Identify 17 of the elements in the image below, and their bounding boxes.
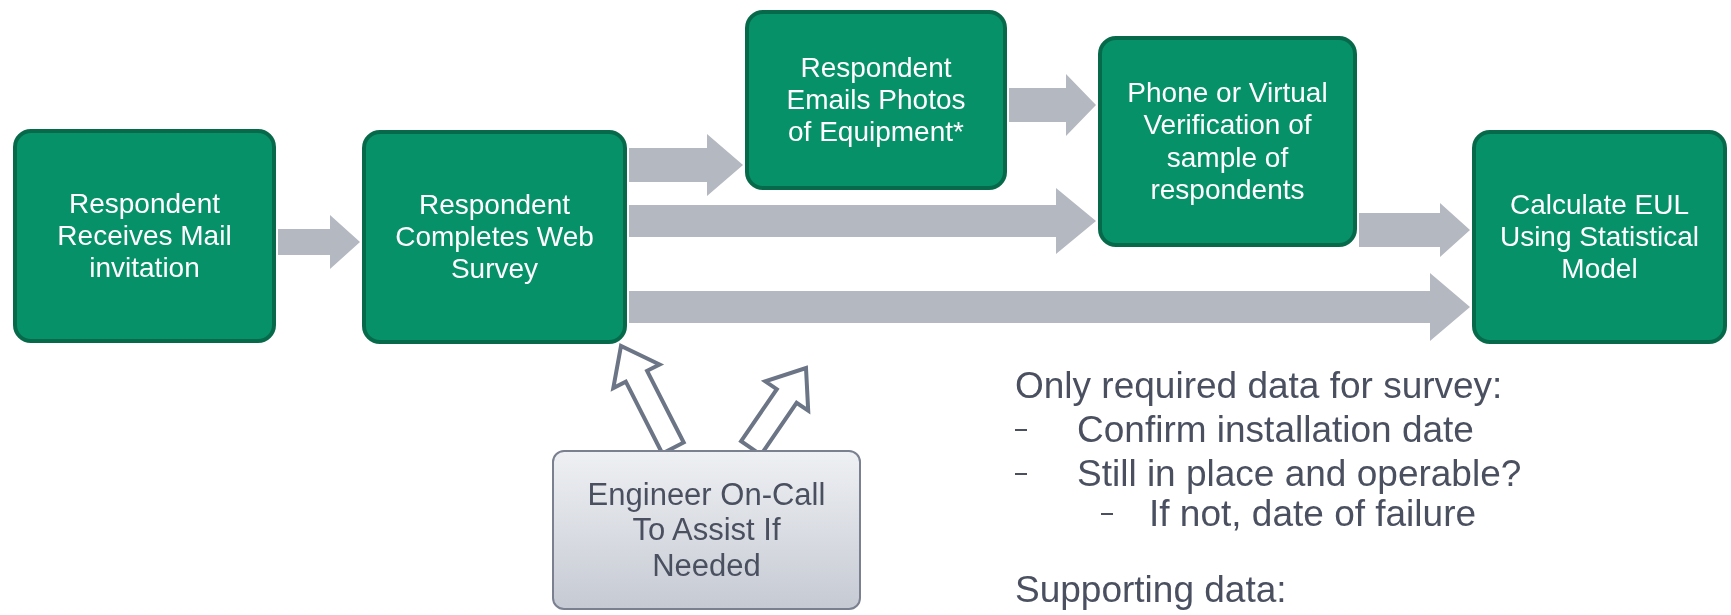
block-arrow	[629, 188, 1096, 254]
note-text: Confirm installation date	[1077, 408, 1474, 452]
block-arrow	[629, 134, 743, 196]
process-box: Respondent Receives Mail invitation	[13, 129, 276, 343]
block-arrow	[629, 273, 1470, 341]
note-text: Still in place and operable?	[1077, 452, 1522, 496]
process-box: Engineer On-Call To Assist If Needed	[552, 450, 861, 610]
note-text: Supporting data:	[1015, 568, 1287, 612]
block-arrow	[278, 215, 360, 269]
process-box: Respondent Completes Web Survey	[362, 130, 627, 344]
note-text: Only required data for survey:	[1015, 364, 1503, 408]
process-box: Phone or Virtual Verification of sample of respondents	[1098, 36, 1357, 247]
process-box: Calculate EUL Using Statistical Model	[1472, 130, 1727, 344]
block-arrow	[1359, 203, 1470, 257]
block-arrow	[1009, 74, 1096, 136]
process-box: Respondent Emails Photos of Equipment*	[745, 10, 1007, 190]
note-text: If not, date of failure	[1149, 493, 1477, 536]
